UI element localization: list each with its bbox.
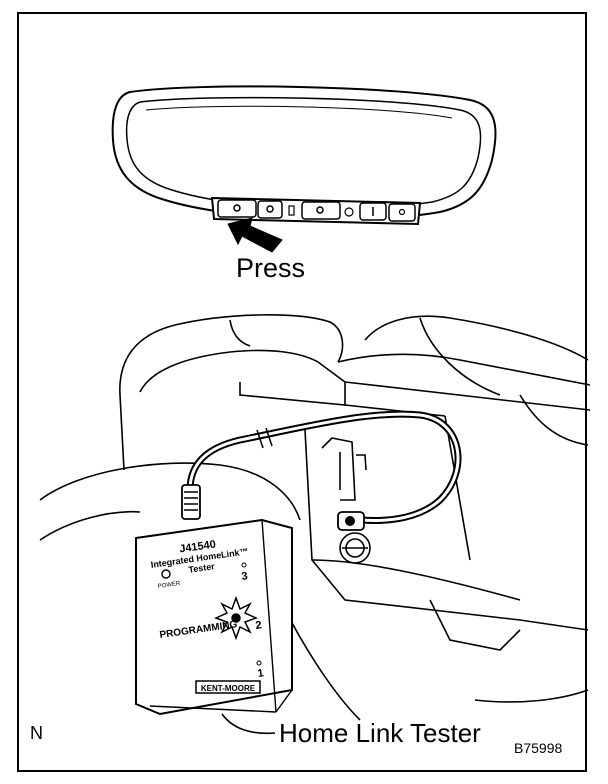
channel-1-led-icon	[256, 660, 262, 666]
channel-2-label: 2	[255, 619, 263, 632]
channel-3-led-icon	[241, 562, 247, 568]
press-arrow-icon	[227, 217, 283, 253]
device-model-text: J41540	[179, 539, 217, 556]
channel-3-label: 3	[241, 570, 249, 583]
light-sensor-icon	[344, 207, 354, 217]
press-label: Press	[236, 253, 306, 283]
figure-id: B75998	[514, 740, 563, 756]
homelink-button-2[interactable]	[257, 200, 283, 219]
device-name-text-2: Tester	[188, 561, 216, 575]
programming-led-flash-icon	[214, 595, 258, 641]
mirror-button-5[interactable]	[388, 203, 416, 222]
brand-label: KENT-MOORE	[201, 684, 256, 693]
homelink-button-3[interactable]	[301, 201, 341, 220]
indicator-slot	[288, 205, 295, 216]
rearview-mirror	[111, 85, 497, 221]
power-led-icon	[161, 569, 171, 579]
power-label: POWER	[157, 581, 181, 590]
homelink-button-1[interactable]	[217, 199, 257, 218]
tester-cable	[181, 410, 462, 531]
corner-letter: N	[30, 723, 43, 743]
vehicle-interior	[39, 314, 591, 721]
channel-1-label: 1	[257, 667, 265, 680]
homelink-tester-device	[135, 518, 293, 716]
power-outlet-socket	[339, 532, 371, 564]
tester-leader-line	[221, 713, 276, 735]
brand-plate	[195, 680, 261, 694]
tester-label: Home Link Tester	[279, 718, 481, 748]
mirror-button-strip	[210, 196, 422, 226]
